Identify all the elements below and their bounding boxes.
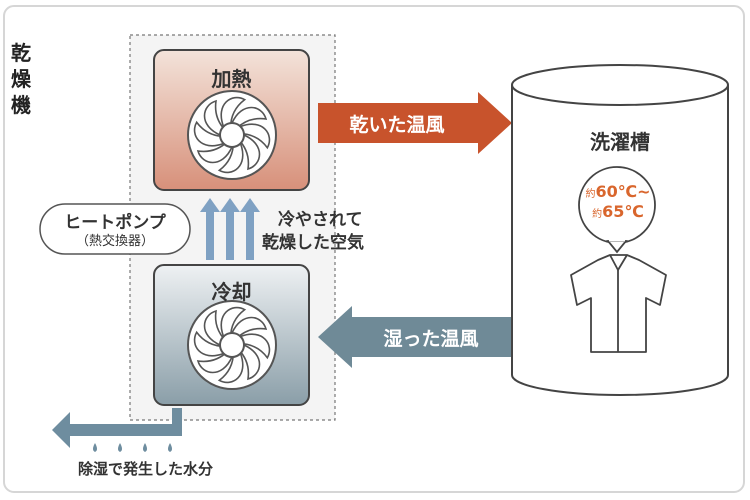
heat-pump-label-line1: ヒートポンプ — [64, 213, 166, 233]
shirt-icon — [570, 254, 667, 353]
up-arrows — [200, 198, 260, 260]
drain-label: 除湿で発生した水分 — [78, 460, 214, 478]
dry-air-arrow — [318, 92, 512, 154]
cool-fan-icon — [187, 300, 277, 390]
temp-prefix-1: 約 — [585, 189, 596, 200]
heat-unit — [153, 49, 310, 191]
dryer-title: 乾燥機 — [11, 41, 31, 117]
water-drops — [93, 443, 172, 452]
temp-bubble — [578, 166, 656, 254]
temp-value-1: 60℃~ — [595, 182, 651, 201]
humid-air-arrow — [318, 306, 512, 368]
temp-prefix-2: 約 — [592, 209, 603, 220]
dry-air-label: 乾いた温風 — [349, 114, 445, 136]
drain-arrow — [52, 408, 182, 448]
cooled-air-label-line2: 乾燥した空気 — [262, 233, 364, 253]
cool-unit — [153, 264, 310, 406]
temp-line-2: 約65℃ — [580, 202, 656, 221]
heat-fan-icon — [187, 90, 277, 180]
heat-pump-label-line2: （熱交換器） — [75, 234, 154, 249]
cool-unit-label: 冷却 — [211, 280, 252, 304]
temp-value-2: 65℃ — [602, 202, 644, 221]
drum-label: 洗濯槽 — [590, 130, 650, 154]
heat-unit-label: 加熱 — [211, 67, 252, 91]
cooled-air-label-line1: 冷やされて — [278, 210, 363, 230]
heat-pump-bubble — [39, 203, 191, 255]
temp-line-1: 約60℃~ — [580, 182, 656, 201]
humid-air-label: 湿った温風 — [383, 328, 479, 350]
